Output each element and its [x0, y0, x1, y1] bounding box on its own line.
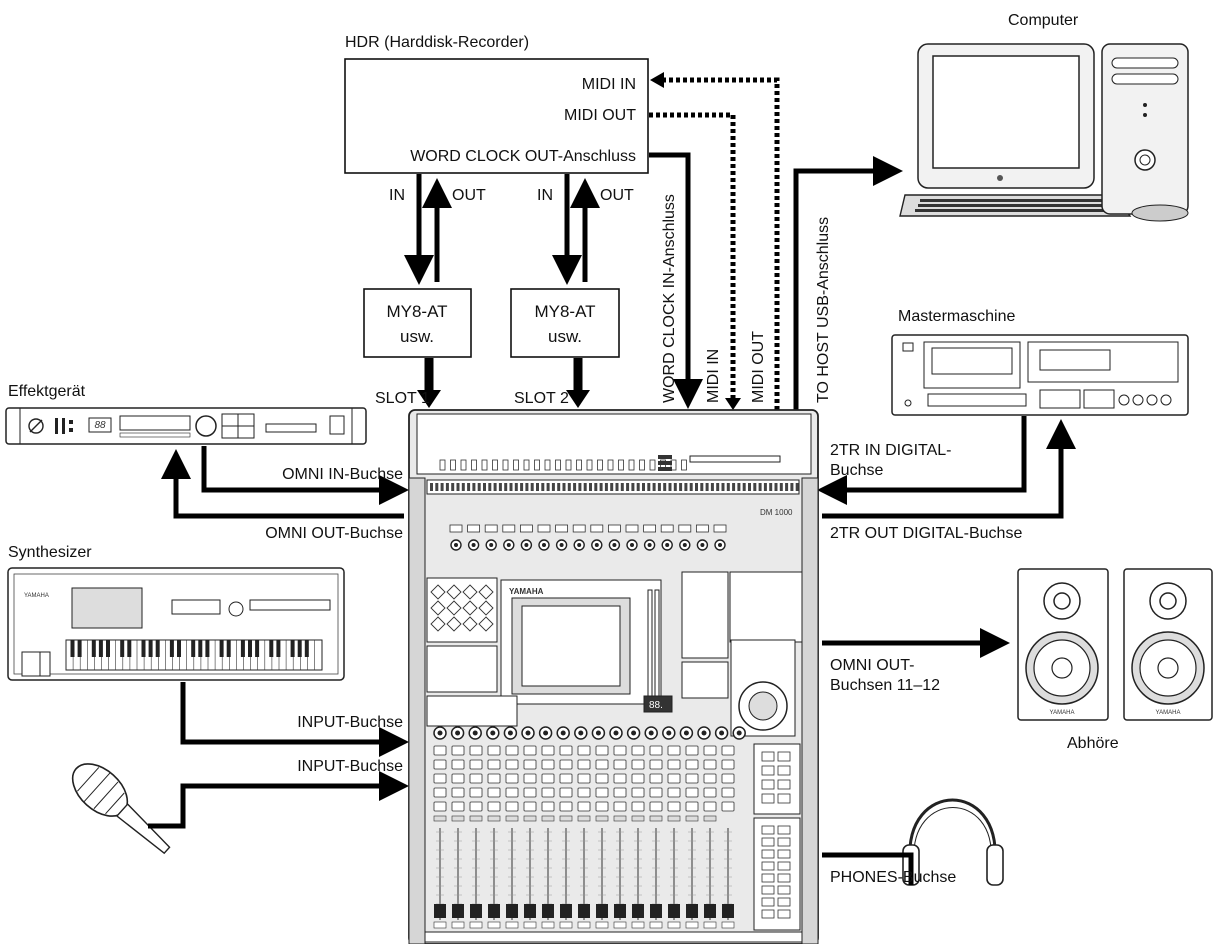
hdr-title: HDR (Harddisk-Recorder): [345, 34, 529, 51]
effects-title: Effektgerät: [8, 383, 86, 400]
effects-unit: 88: [6, 408, 366, 444]
hdr-midi-in-label: MIDI IN: [582, 76, 636, 93]
midi-in-label: MIDI IN: [705, 349, 722, 403]
input-synth-label: INPUT-Buchse: [297, 714, 403, 731]
mixer-console: DM 1000 YAMAHA 88.: [409, 410, 818, 944]
omni-in-label: OMNI IN-Buchse: [282, 466, 403, 483]
card2-in-label: IN: [537, 187, 553, 204]
synth-input-wire: [183, 682, 404, 742]
card2-name: MY8-AT: [534, 302, 595, 321]
card2-slot-arrowhead: [566, 390, 590, 408]
card1-name: MY8-AT: [386, 302, 447, 321]
svg-text:YAMAHA: YAMAHA: [1050, 710, 1075, 716]
omni-out-wire: [176, 454, 404, 516]
two-tr-out-label: 2TR OUT DIGITAL-Buchse: [830, 525, 1022, 542]
word-clock-in-label: WORD CLOCK IN-Anschluss: [661, 194, 678, 403]
card1-box: [364, 289, 471, 357]
two-tr-in-label-2: Buchse: [830, 462, 883, 479]
phones-label: PHONES-Buchse: [830, 869, 956, 886]
to-host-usb-label: TO HOST USB-Anschluss: [815, 217, 832, 403]
hdr-word-clock-out-label: WORD CLOCK OUT-Anschluss: [410, 148, 636, 165]
card2-box: [511, 289, 619, 357]
input-mic-label: INPUT-Buchse: [297, 758, 403, 775]
two-tr-in-label-1: 2TR IN DIGITAL-: [830, 442, 952, 459]
midi-out-label: MIDI OUT: [750, 331, 767, 403]
usb-wire: [796, 171, 898, 410]
card2-sub: usw.: [548, 327, 582, 346]
omni-out-monitor-label-1: OMNI OUT-: [830, 657, 914, 674]
svg-text:88.: 88.: [649, 700, 663, 711]
svg-text:YAMAHA: YAMAHA: [1156, 710, 1181, 716]
card1-in-label: IN: [389, 187, 405, 204]
slot1-label: SLOT 1: [375, 390, 430, 407]
card1-out-label: OUT: [452, 187, 486, 204]
omni-out-label: OMNI OUT-Buchse: [265, 525, 403, 542]
hdr-midi-out-label: MIDI OUT: [564, 107, 636, 124]
mixer-model-label: DM 1000: [760, 508, 793, 517]
card1-sub: usw.: [400, 327, 434, 346]
mic-input-wire: [148, 786, 404, 826]
synth-title: Synthesizer: [8, 544, 92, 561]
microphone: [63, 754, 180, 865]
omni-out-monitor-label-2: Buchsen 11–12: [830, 677, 940, 694]
master-machine: [892, 335, 1188, 415]
monitor-speaker-left: YAMAHA: [1018, 569, 1108, 720]
master-title: Mastermaschine: [898, 308, 1015, 325]
monitors-title: Abhöre: [1067, 735, 1119, 752]
svg-text:YAMAHA: YAMAHA: [24, 593, 49, 599]
computer-illustration: [900, 44, 1188, 221]
effects-display: 88: [94, 420, 106, 431]
midi-in-arrowhead: [650, 72, 664, 88]
monitor-speaker-right: YAMAHA: [1124, 569, 1212, 720]
midi-out-arrowhead: [725, 398, 741, 410]
slot2-label: SLOT 2: [514, 390, 569, 407]
card2-out-label: OUT: [600, 187, 634, 204]
mixer-brand-label: YAMAHA: [509, 587, 544, 596]
synthesizer: YAMAHA: [8, 568, 344, 680]
computer-title: Computer: [1008, 12, 1079, 29]
